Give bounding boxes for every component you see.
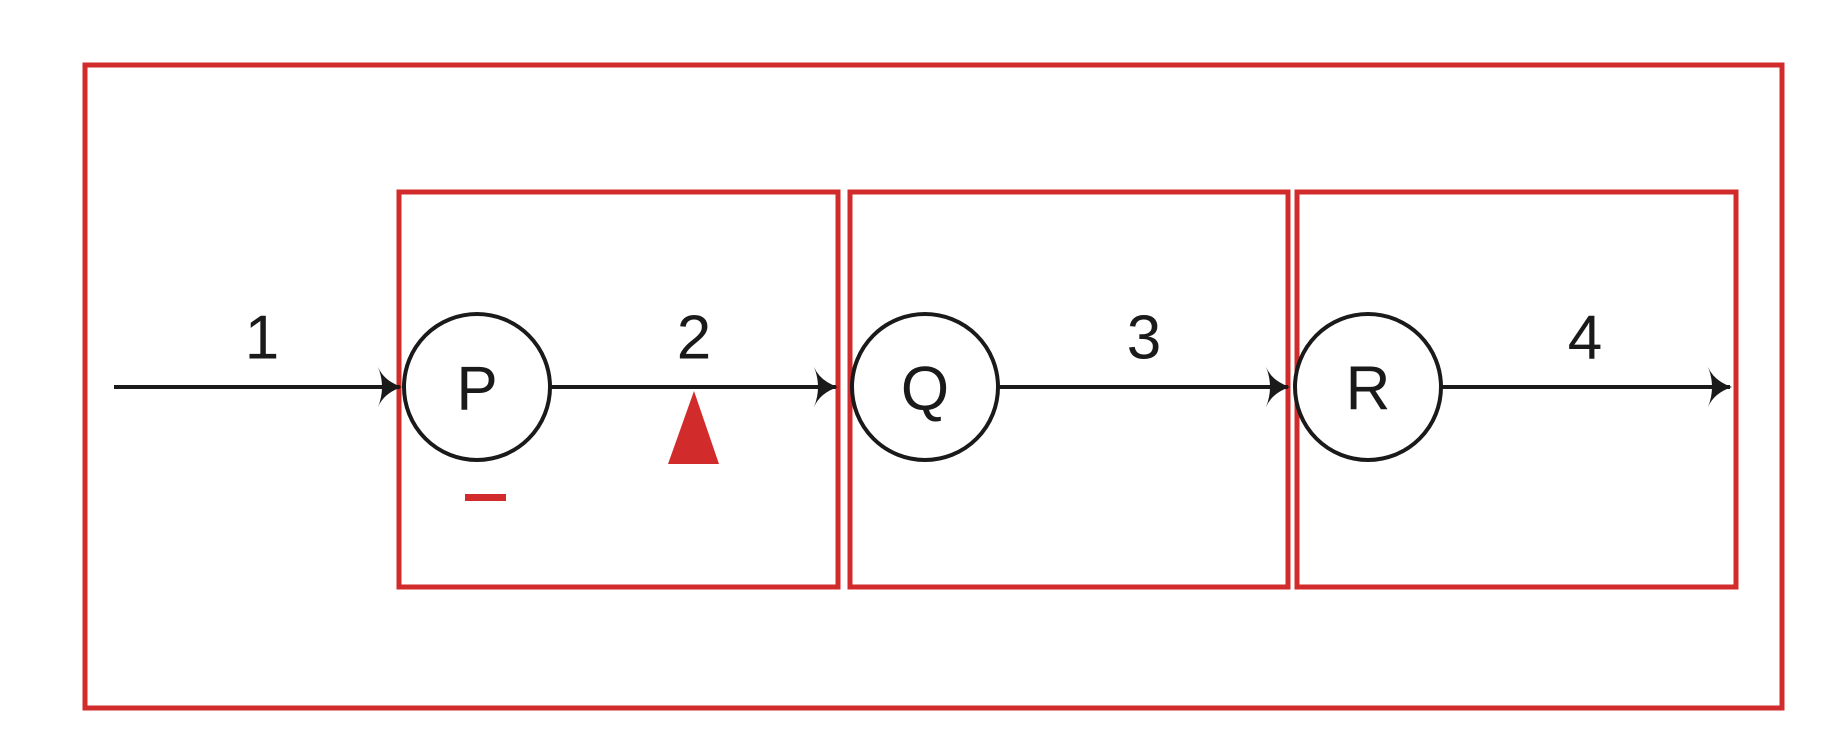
triangle-icon — [668, 391, 719, 464]
edge-label-2: 2 — [677, 304, 711, 373]
node-r: R — [1293, 312, 1443, 462]
node-label-p: P — [456, 355, 497, 424]
edge-label-4: 4 — [1568, 304, 1602, 373]
minus-icon — [465, 494, 506, 501]
outer-frame — [82, 62, 1785, 711]
node-label-q: Q — [901, 355, 949, 424]
node-p: P — [402, 312, 552, 462]
node-q: Q — [850, 312, 1000, 462]
edge-label-1: 1 — [245, 304, 279, 373]
node-label-r: R — [1346, 355, 1391, 424]
edge-label-3: 3 — [1127, 304, 1161, 373]
